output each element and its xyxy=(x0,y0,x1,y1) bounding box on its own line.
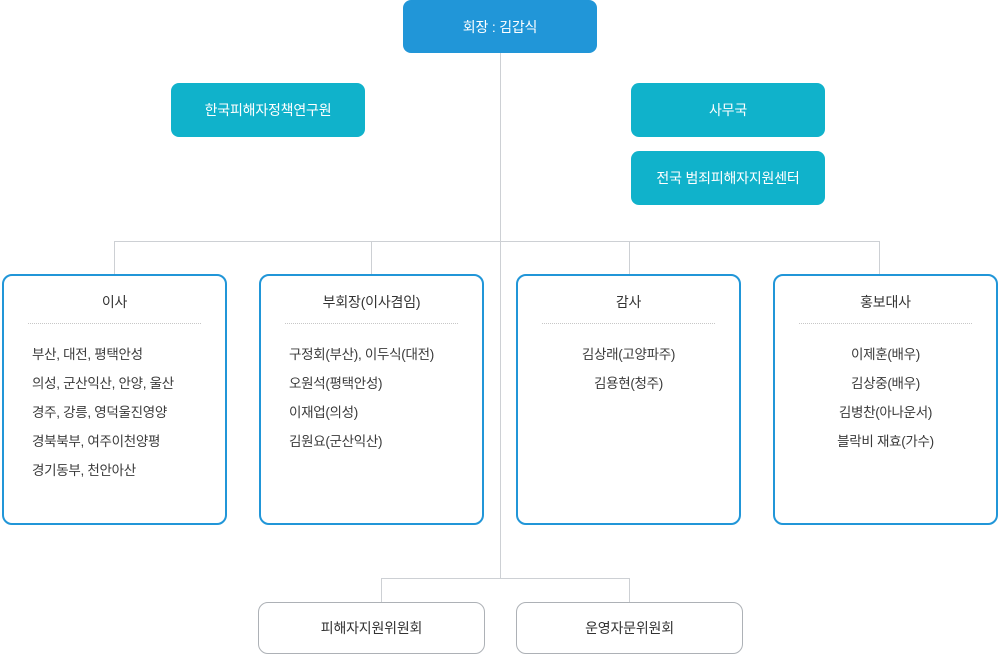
card-victim-support-committee[interactable]: 피해자지원위원회 xyxy=(258,602,485,654)
list-item: 이재업(의성) xyxy=(289,405,358,420)
card-auditors-divider xyxy=(542,323,715,324)
card-auditors-list: 김상래(고양파주) 김용현(청주) xyxy=(532,340,725,398)
card-vice-chairmen[interactable]: 부회장(이사겸임) 구정회(부산), 이두식(대전) 오원석(평택안성) 이재업… xyxy=(259,274,484,525)
node-national-support-center-label: 전국 범죄피해자지원센터 xyxy=(656,170,800,186)
node-research-institute[interactable]: 한국피해자정책연구원 xyxy=(171,83,365,137)
list-item: 부산, 대전, 평택안성 xyxy=(32,347,143,362)
node-research-institute-label: 한국피해자정책연구원 xyxy=(204,102,332,118)
card-auditors-title: 감사 xyxy=(615,294,642,310)
list-item: 경북북부, 여주이천양평 xyxy=(32,434,161,449)
list-item: 김원요(군산익산) xyxy=(289,434,383,449)
card-ambassadors-list: 이제훈(배우) 김상중(배우) 김병찬(아나운서) 블락비 재효(가수) xyxy=(789,340,982,456)
card-auditors[interactable]: 감사 김상래(고양파주) 김용현(청주) xyxy=(516,274,741,525)
card-directors[interactable]: 이사 부산, 대전, 평택안성 의성, 군산익산, 안양, 울산 경주, 강릉,… xyxy=(2,274,227,525)
list-item: 경주, 강릉, 영덕울진영양 xyxy=(32,405,168,420)
card-victim-support-committee-label: 피해자지원위원회 xyxy=(320,620,423,636)
connector-bus-bottom xyxy=(381,578,629,579)
card-directors-list: 부산, 대전, 평택안성 의성, 군산익산, 안양, 울산 경주, 강릉, 영덕… xyxy=(18,340,211,485)
connector-drop-card-3 xyxy=(629,241,630,274)
node-secretariat-label: 사무국 xyxy=(708,102,748,118)
list-item: 김용현(청주) xyxy=(594,376,663,391)
card-vice-chairmen-list: 구정회(부산), 이두식(대전) 오원석(평택안성) 이재업(의성) 김원요(군… xyxy=(275,340,468,456)
card-ambassadors-divider xyxy=(799,323,972,324)
node-secretariat[interactable]: 사무국 xyxy=(631,83,825,137)
list-item: 이제훈(배우) xyxy=(851,347,920,362)
list-item: 경기동부, 천안아산 xyxy=(32,463,136,478)
connector-trunk-upper xyxy=(500,52,501,242)
list-item: 구정회(부산), 이두식(대전) xyxy=(289,347,434,362)
card-advisory-committee-label: 운영자문위원회 xyxy=(585,620,674,636)
list-item: 김병찬(아나운서) xyxy=(838,405,933,420)
list-item: 김상래(고양파주) xyxy=(581,347,676,362)
list-item: 김상중(배우) xyxy=(851,376,920,391)
card-ambassadors-title: 홍보대사 xyxy=(860,294,911,310)
connector-drop-card-1 xyxy=(114,241,115,274)
connector-bus-main xyxy=(114,241,879,242)
card-advisory-committee[interactable]: 운영자문위원회 xyxy=(516,602,743,654)
connector-drop-bottom-2 xyxy=(629,578,630,603)
node-national-support-center[interactable]: 전국 범죄피해자지원센터 xyxy=(631,151,825,205)
connector-drop-card-2 xyxy=(371,241,372,274)
card-vice-chairmen-divider xyxy=(285,323,458,324)
node-chairman-label: 회장 : 김갑식 xyxy=(462,18,538,35)
list-item: 블락비 재효(가수) xyxy=(837,434,934,449)
connector-drop-bottom-1 xyxy=(381,578,382,603)
card-directors-divider xyxy=(28,323,201,324)
connector-drop-card-4 xyxy=(879,241,880,274)
list-item: 오원석(평택안성) xyxy=(289,376,383,391)
card-ambassadors[interactable]: 홍보대사 이제훈(배우) 김상중(배우) 김병찬(아나운서) 블락비 재효(가수… xyxy=(773,274,998,525)
node-chairman[interactable]: 회장 : 김갑식 xyxy=(403,0,597,53)
connector-trunk-lower xyxy=(500,241,501,579)
card-directors-title: 이사 xyxy=(101,294,128,310)
list-item: 의성, 군산익산, 안양, 울산 xyxy=(32,376,174,391)
card-vice-chairmen-title: 부회장(이사겸임) xyxy=(322,294,421,310)
